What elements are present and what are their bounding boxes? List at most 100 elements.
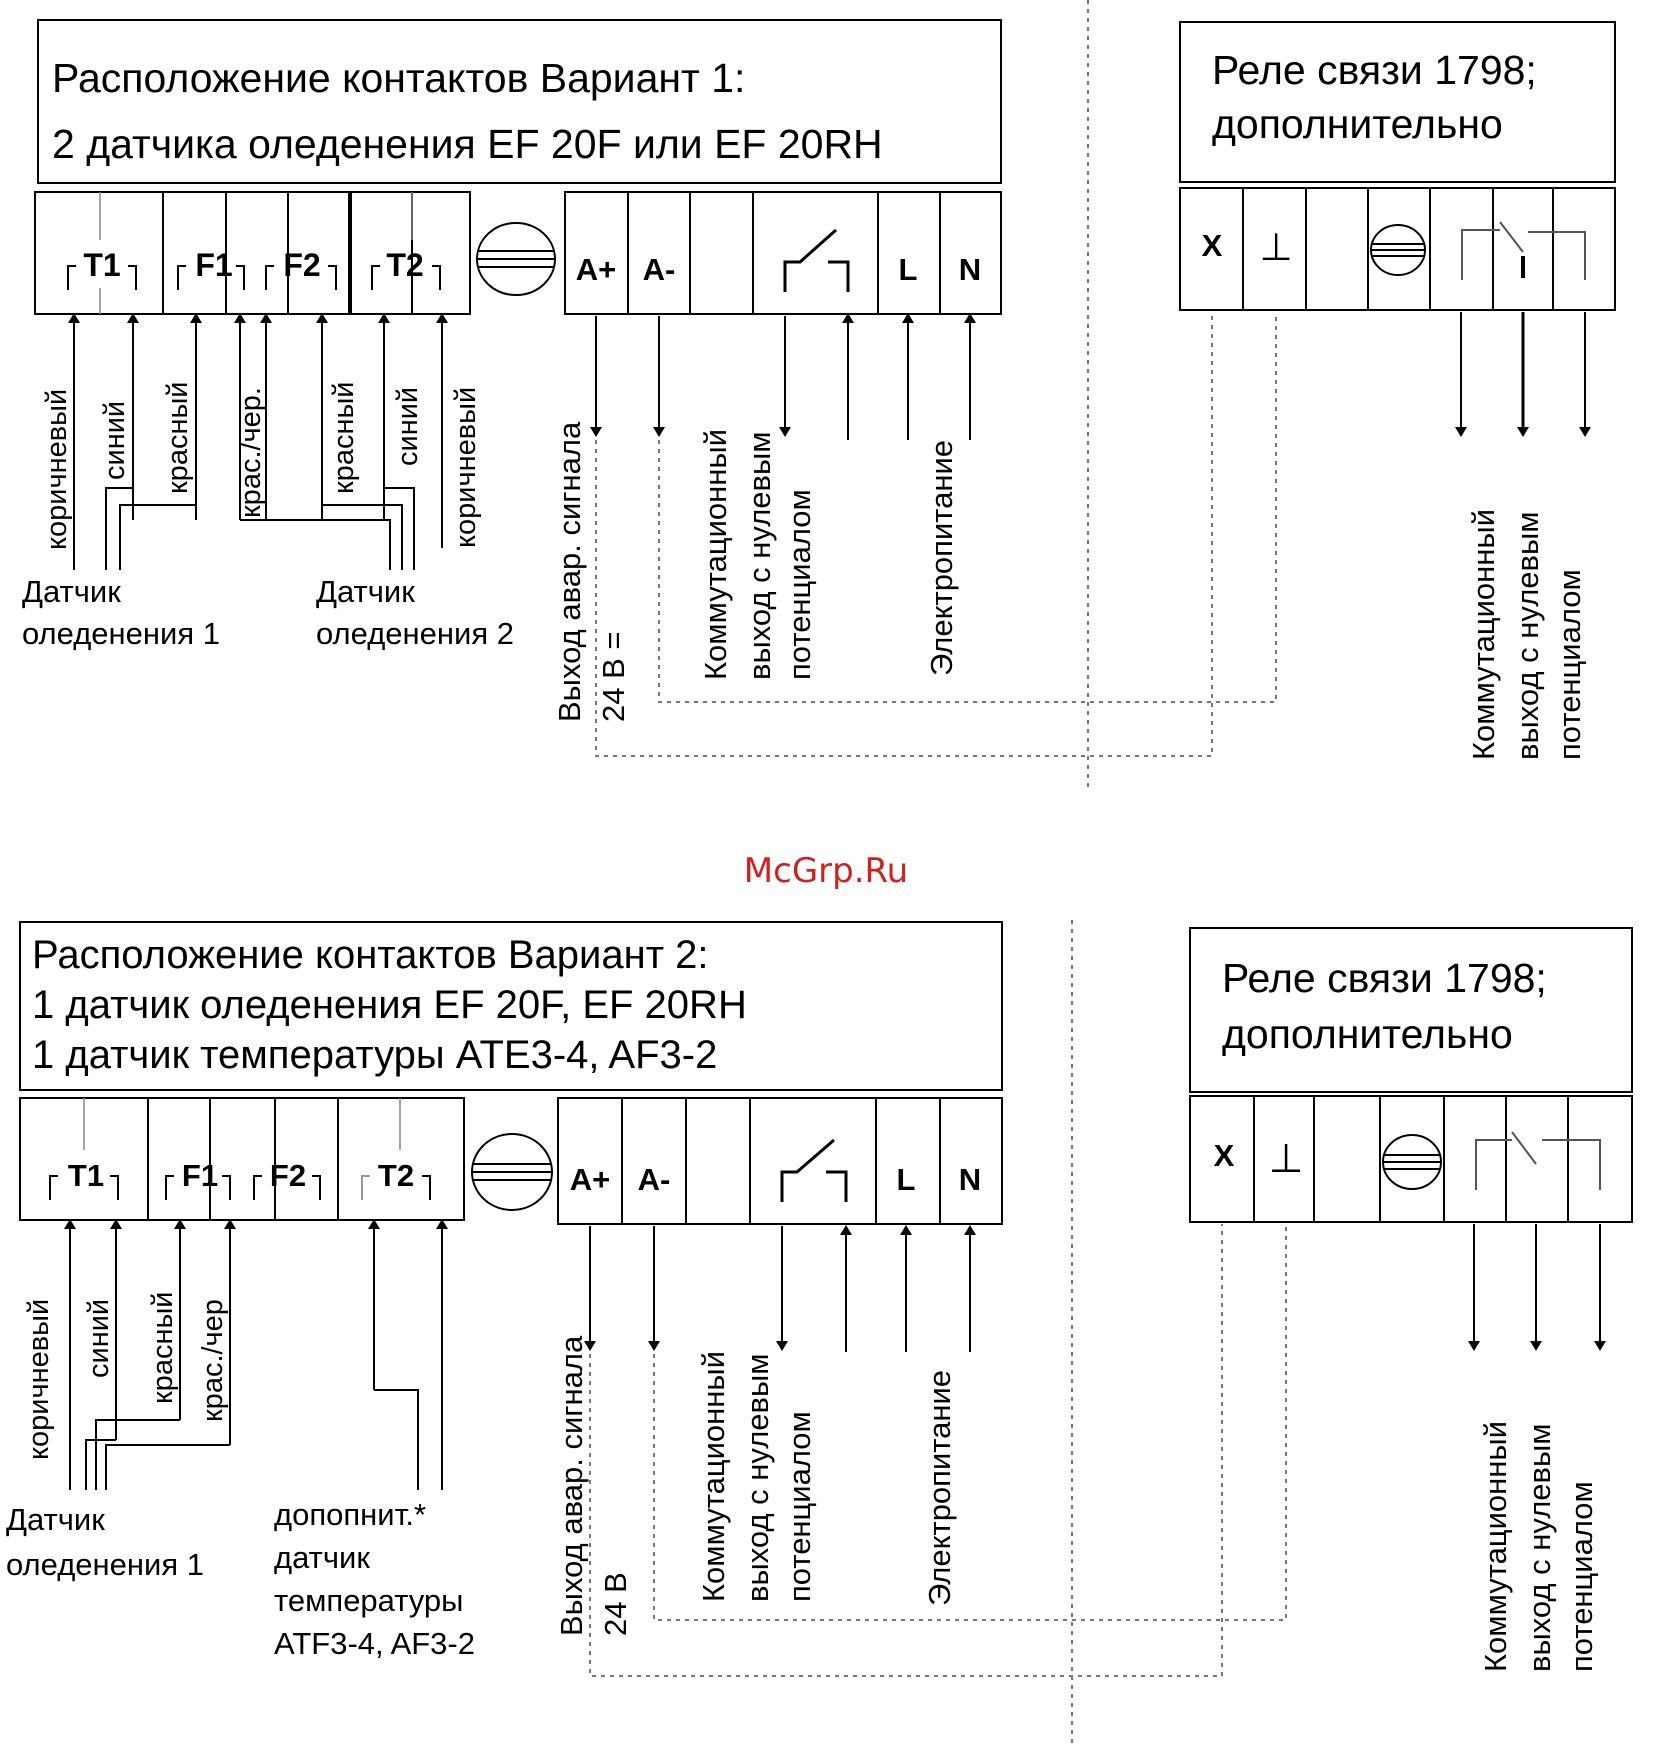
- variant-2-relay-switch-icon: [1475, 1131, 1601, 1190]
- variant-2-wire-label-2: синий: [83, 1299, 115, 1378]
- variant-2-terminal-l: L: [897, 1162, 916, 1197]
- variant-1-relay-ground-symbol: ⊥: [1259, 227, 1292, 269]
- variant-1-switch-output-line-2: выход с нулевым: [742, 431, 777, 680]
- variant-2-terminal-strip-left: [19, 1097, 465, 1221]
- variant-1-relay-ground-icon: [1370, 224, 1426, 276]
- variant-1-relay-output-line-2: выход с нулевым: [1510, 511, 1545, 760]
- variant-2-sensor-2-line-1: допопнит.*: [274, 1497, 426, 1532]
- variant-1-terminal-strip-right: [564, 191, 1002, 315]
- variant-1-wire-label-1: коричневый: [41, 389, 73, 550]
- variant-1-relay-terminal-x: X: [1202, 228, 1223, 263]
- variant-1-terminal-t1-label: T1: [83, 247, 120, 283]
- variant-2-relay-output-line-3: потенциалом: [1564, 1481, 1599, 1672]
- variant-2-ground-icon: [471, 1133, 553, 1211]
- variant-2-relay-ground-symbol: ⊥: [1269, 1137, 1304, 1181]
- variant-1-terminal-f1-label: F1: [195, 247, 232, 283]
- variant-1-relay-output-line-1: Коммутационный: [1466, 509, 1501, 760]
- variant-1-terminal-l: L: [899, 252, 918, 287]
- variant-1-terminal-a-plus: A+: [576, 252, 617, 287]
- variant-2-terminal-a-minus: A-: [638, 1162, 671, 1197]
- variant-2-sensor-2-line-4: ATF3-4, AF3-2: [274, 1626, 475, 1661]
- variant-1-wire-label-3: красный: [162, 381, 194, 494]
- variant-1-switch-output-line-3: потенциалом: [782, 489, 817, 680]
- variant-1-input-arrows: [68, 313, 976, 520]
- variant-1-relay-title-box: [1179, 21, 1616, 183]
- variant-2: Расположение контактов Вариант 2: 1 датч…: [6, 920, 1633, 1744]
- variant-2-switch-icon: [780, 1138, 848, 1202]
- variant-2-title-line-3: 1 датчик температуры ATE3-4, AF3-2: [32, 1033, 717, 1077]
- variant-1-power-label: Электропитание: [924, 440, 959, 676]
- variant-2-sensor-1-line-1: Датчик: [6, 1502, 105, 1537]
- variant-2-wire-label-1: коричневый: [23, 1299, 55, 1460]
- variant-2-sensor-2-line-3: температуры: [274, 1583, 463, 1618]
- variant-1-bracket-marks: [67, 265, 441, 290]
- variant-1-alarm-output-line-1: Выход авар. сигнала: [552, 421, 587, 722]
- variant-1-switch-icon: [783, 228, 850, 292]
- variant-2-terminal-n: N: [959, 1162, 981, 1197]
- variant-1-terminal-f2-label: F2: [283, 247, 320, 283]
- variant-2-sensor-1-line-2: оледенения 1: [6, 1547, 204, 1582]
- variant-2-input-arrows: [64, 1219, 976, 1490]
- variant-2-relay-output-line-1: Коммутационный: [1478, 1421, 1513, 1672]
- variant-2-terminal-t2-label: T2: [378, 1158, 414, 1193]
- variant-1-relay-title-line-1: Реле связи 1798;: [1212, 47, 1537, 93]
- variant-2-relay-ground-icon: [1382, 1134, 1442, 1190]
- variant-2-switch-output-line-1: Коммутационный: [696, 1351, 731, 1602]
- variant-1-switch-output-line-1: Коммутационный: [698, 429, 733, 680]
- variant-1-wire-label-2: синий: [99, 401, 131, 480]
- variant-2-wire-bundles: [85, 1389, 419, 1490]
- variant-1-terminal-n: N: [959, 252, 981, 287]
- variant-1-wire-label-4: крас./чер.: [235, 387, 267, 518]
- variant-1-title-box: [37, 19, 1002, 184]
- watermark: McGrp.Ru: [744, 851, 908, 891]
- variant-1: Расположение контактов Вариант 1: 2 датч…: [22, 0, 1616, 790]
- variant-2-terminal-a-plus: A+: [570, 1162, 611, 1197]
- variant-2-terminal-strip-right: [557, 1097, 1003, 1225]
- variant-1-sensor-1-line-2: оледенения 1: [22, 616, 220, 651]
- variant-1-wire-bundles: [73, 487, 443, 570]
- variant-1-relay-switch-icon: [1461, 221, 1586, 280]
- variant-2-terminal-f2-label: F2: [270, 1158, 306, 1193]
- variant-1-wire-label-6: синий: [392, 387, 424, 466]
- variant-1-dotted-links: [595, 312, 1277, 757]
- variant-2-relay-title-box: [1189, 927, 1633, 1093]
- variant-1-relay-strip: [1179, 187, 1616, 311]
- variant-1-terminal-strip-left: [34, 191, 471, 315]
- variant-2-title-line-1: Расположение контактов Вариант 2:: [32, 933, 708, 977]
- variant-2-power-label: Электропитание: [922, 1370, 957, 1606]
- variant-1-terminal-a-minus: A-: [643, 252, 676, 287]
- variant-1-title-line-1: Расположение контактов Вариант 1:: [52, 55, 745, 101]
- variant-2-relay-strip: [1189, 1095, 1633, 1223]
- variant-2-relay-terminal-x: X: [1214, 1138, 1235, 1173]
- variant-1-terminal-t2-label: T2: [386, 247, 423, 283]
- variant-2-title-box: [19, 921, 1003, 1091]
- variant-1-title-line-2: 2 датчика оледенения EF 20F или EF 20RH: [52, 121, 883, 167]
- variant-1-wire-label-7: коричневый: [450, 387, 482, 548]
- variant-2-switch-output-line-2: выход с нулевым: [740, 1353, 775, 1602]
- variant-1-relay-title-line-2: дополнительно: [1212, 101, 1503, 147]
- variant-2-title-line-2: 1 датчик оледенения EF 20F, EF 20RH: [32, 983, 747, 1027]
- variant-2-sensor-2-line-2: датчик: [274, 1540, 370, 1575]
- variant-2-wire-label-4: крас./чер: [197, 1299, 229, 1422]
- variant-2-terminal-t1-label: T1: [68, 1158, 104, 1193]
- variant-2-terminal-f1-label: F1: [182, 1158, 218, 1193]
- variant-2-wire-label-3: красный: [147, 1291, 179, 1404]
- variant-1-alarm-output-line-2: 24 В =: [596, 632, 631, 723]
- variant-2-switch-output-line-3: потенциалом: [782, 1411, 817, 1602]
- variant-2-alarm-output-line-1: Выход авар. сигнала: [554, 1335, 589, 1636]
- variant-2-alarm-output-line-2: 24 В: [598, 1572, 633, 1636]
- variant-2-relay-title-line-2: дополнительно: [1222, 1011, 1513, 1057]
- variant-2-relay-output-arrows: [1468, 1224, 1606, 1351]
- variant-2-dotted-links: [589, 1224, 1287, 1677]
- variant-1-relay-output-arrows: [1455, 312, 1591, 437]
- variant-2-relay-title-line-1: Реле связи 1798;: [1222, 955, 1547, 1001]
- variant-1-sensor-2-line-1: Датчик: [316, 574, 415, 609]
- variant-1-relay-output-line-3: потенциалом: [1552, 569, 1587, 760]
- variant-1-wire-label-5: красный: [328, 381, 360, 494]
- variant-2-bracket-marks: [49, 1175, 431, 1200]
- variant-2-relay-output-line-2: выход с нулевым: [1522, 1423, 1557, 1672]
- variant-1-sensor-2-line-2: оледенения 2: [316, 616, 514, 651]
- variant-1-ground-icon: [476, 222, 556, 296]
- variant-1-sensor-1-line-1: Датчик: [22, 574, 121, 609]
